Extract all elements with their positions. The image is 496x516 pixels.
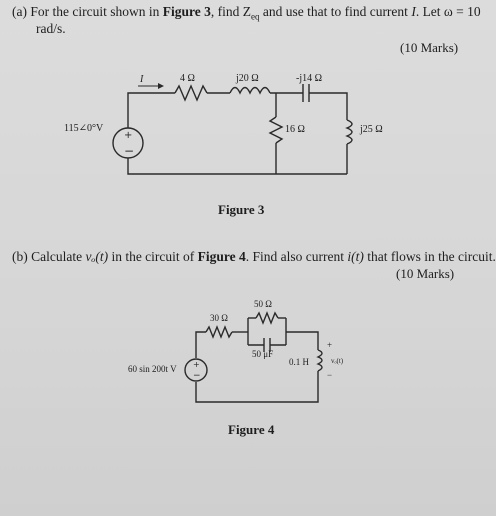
fig3-wire-bottom <box>127 158 347 175</box>
part-b-fig-ref: Figure 4 <box>197 249 246 264</box>
part-b-text-4: that flows in the circuit. <box>363 249 496 264</box>
fig4-r50-label: 50 Ω <box>254 299 272 309</box>
fig4-capacitor-50uF <box>248 338 286 352</box>
fig3-l2-label: j25 Ω <box>360 124 383 135</box>
fig3-source-label: 115∠0°V <box>64 123 104 134</box>
fig3-resistor-4 <box>174 84 208 102</box>
fig3-current-label: I <box>140 74 143 85</box>
fig3-source-plus: + <box>124 130 132 141</box>
fig4-wire-left-top <box>195 331 206 358</box>
fig4-source-label: 60 sin 200t V <box>128 364 177 374</box>
figure-4-circuit: + − <box>184 311 323 403</box>
current-symbol: I <box>411 4 416 19</box>
fig4-vo-minus: − <box>327 370 333 380</box>
figure-3-circuit: + − <box>112 83 353 175</box>
part-a-question: (a) For the circuit shown in Figure 3, f… <box>12 4 481 22</box>
part-a-text-2: , find Z <box>210 4 251 19</box>
figure-3-caption: Figure 3 <box>218 202 265 217</box>
part-a-text-4: . Let ω = 10 <box>415 4 481 19</box>
part-a-fig-ref: Figure 3 <box>162 4 211 19</box>
part-b-text-1: (b) Calculate <box>12 249 86 264</box>
fig3-wire-c1-right <box>309 92 348 120</box>
fig3-r1-label: 4 Ω <box>180 73 195 84</box>
fig3-r2-label: 16 Ω <box>285 124 305 135</box>
fig3-wire-top-left <box>127 92 175 128</box>
fig4-resistor-50 <box>255 311 279 325</box>
fig3-resistor-16 <box>268 116 284 144</box>
part-a-text-1: (a) For the circuit shown in <box>12 4 163 19</box>
part-b-marks: (10 Marks) <box>396 266 455 281</box>
fig3-current-text: I <box>140 74 144 85</box>
fig4-wire-to-inductor <box>286 331 319 350</box>
fig4-ind-label: 0.1 H <box>289 357 309 367</box>
fig3-source-minus: − <box>124 144 134 158</box>
fig4-vo-plus: + <box>327 340 333 350</box>
fig3-inductor-j25 <box>345 119 353 145</box>
fig4-wire-bottom <box>195 371 319 403</box>
fig3-current-arrowhead <box>158 83 164 89</box>
i-t-symbol: i(t) <box>347 249 364 264</box>
fig3-l1-label: j20 Ω <box>236 73 259 84</box>
vo-symbol: vₒ(t) <box>85 249 109 264</box>
fig4-r30-label: 30 Ω <box>210 313 228 323</box>
fig3-inductor-j20 <box>229 86 271 95</box>
fig4-source-plus: + <box>193 360 200 369</box>
part-a-marks: (10 Marks) <box>400 40 459 55</box>
figure-4-caption: Figure 4 <box>228 422 275 437</box>
fig4-source-minus: − <box>193 371 201 381</box>
zeq-subscript: eq <box>250 11 260 22</box>
fig4-vo-label: vₒ(t) <box>331 357 344 365</box>
fig4-cap-label: 50 μF <box>252 349 274 359</box>
part-b-text-3: . Find also current <box>245 249 348 264</box>
fig4-voltage-source <box>184 358 208 382</box>
part-a-text-line2: rad/s. <box>36 21 66 36</box>
exam-page: (a) For the circuit shown in Figure 3, f… <box>12 4 496 437</box>
part-a-text-3: and use that to find current <box>259 4 412 19</box>
part-b-text-2: in the circuit of <box>108 249 198 264</box>
fig4-resistor-30 <box>205 325 233 339</box>
fig3-c1-label: -j14 Ω <box>296 73 323 84</box>
fig4-inductor <box>316 349 323 372</box>
part-b-question: (b) Calculate vₒ(t) in the circuit of Fi… <box>12 249 496 265</box>
